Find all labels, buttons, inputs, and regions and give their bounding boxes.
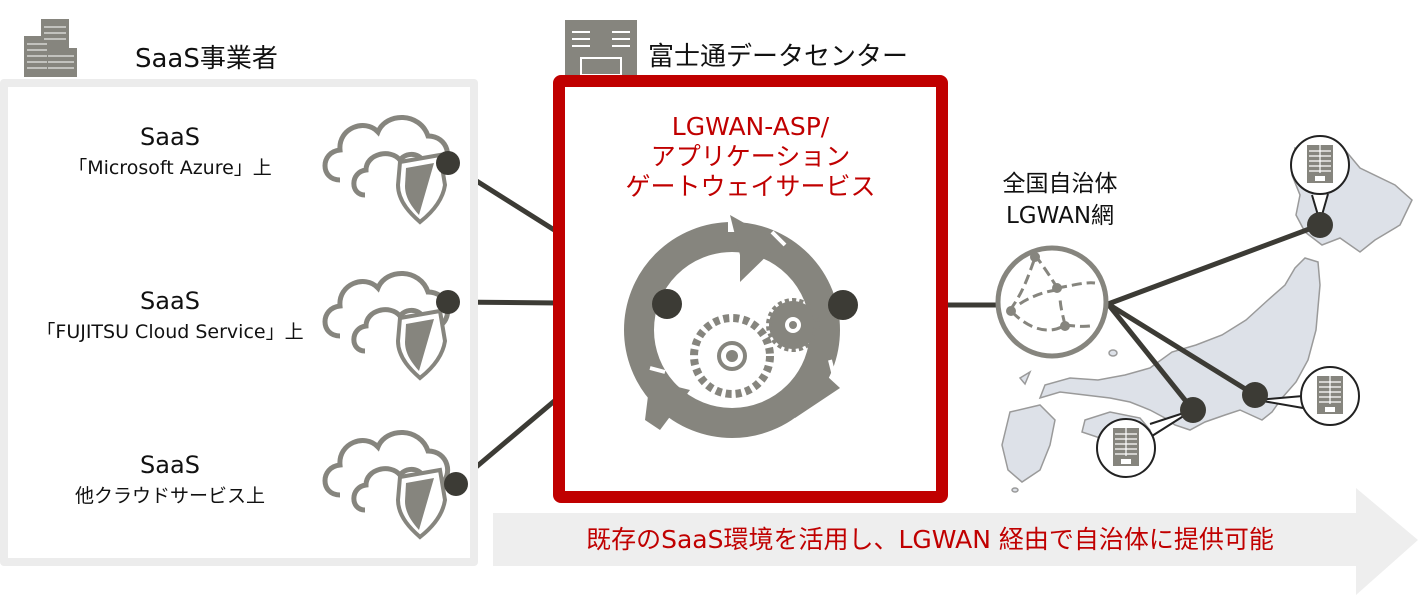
datacenter-building-icon [565,20,637,76]
banner-arrow [493,488,1418,595]
saas-item-fujitsu-cloud: SaaS 「FUJITSU Cloud Service」上 [10,284,330,346]
network-label-line: 全国自治体 [1002,171,1118,197]
banner-message: 既存のSaaS環境を活用し、LGWAN 経由で自治体に提供可能 [586,525,1274,554]
gateway-service-title: LGWAN-ASP/ アプリケーション ゲートウェイサービス [565,112,936,202]
saas-item-other-cloud: SaaS 他クラウドサービス上 [10,448,330,510]
saas-item-subtitle: 「FUJITSU Cloud Service」上 [36,321,304,343]
saas-item-subtitle: 他クラウドサービス上 [74,485,265,507]
service-line: LGWAN-ASP/ [671,112,830,141]
saas-item-title: SaaS [140,451,200,479]
saas-item-title: SaaS [140,287,200,315]
service-line: アプリケーション [650,142,851,171]
office-buildings-icon [24,19,77,77]
network-label-line: LGWAN網 [1005,203,1115,229]
saas-provider-heading: SaaS事業者 [135,44,278,74]
service-line: ゲートウェイサービス [625,172,876,201]
datacenter-heading: 富士通データセンター [648,42,909,72]
saas-item-azure: SaaS 「Microsoft Azure」上 [10,120,330,182]
saas-item-subtitle: 「Microsoft Azure」上 [68,157,272,179]
saas-item-title: SaaS [140,123,200,151]
lgwan-network-label: 全国自治体 LGWAN網 [960,168,1160,232]
